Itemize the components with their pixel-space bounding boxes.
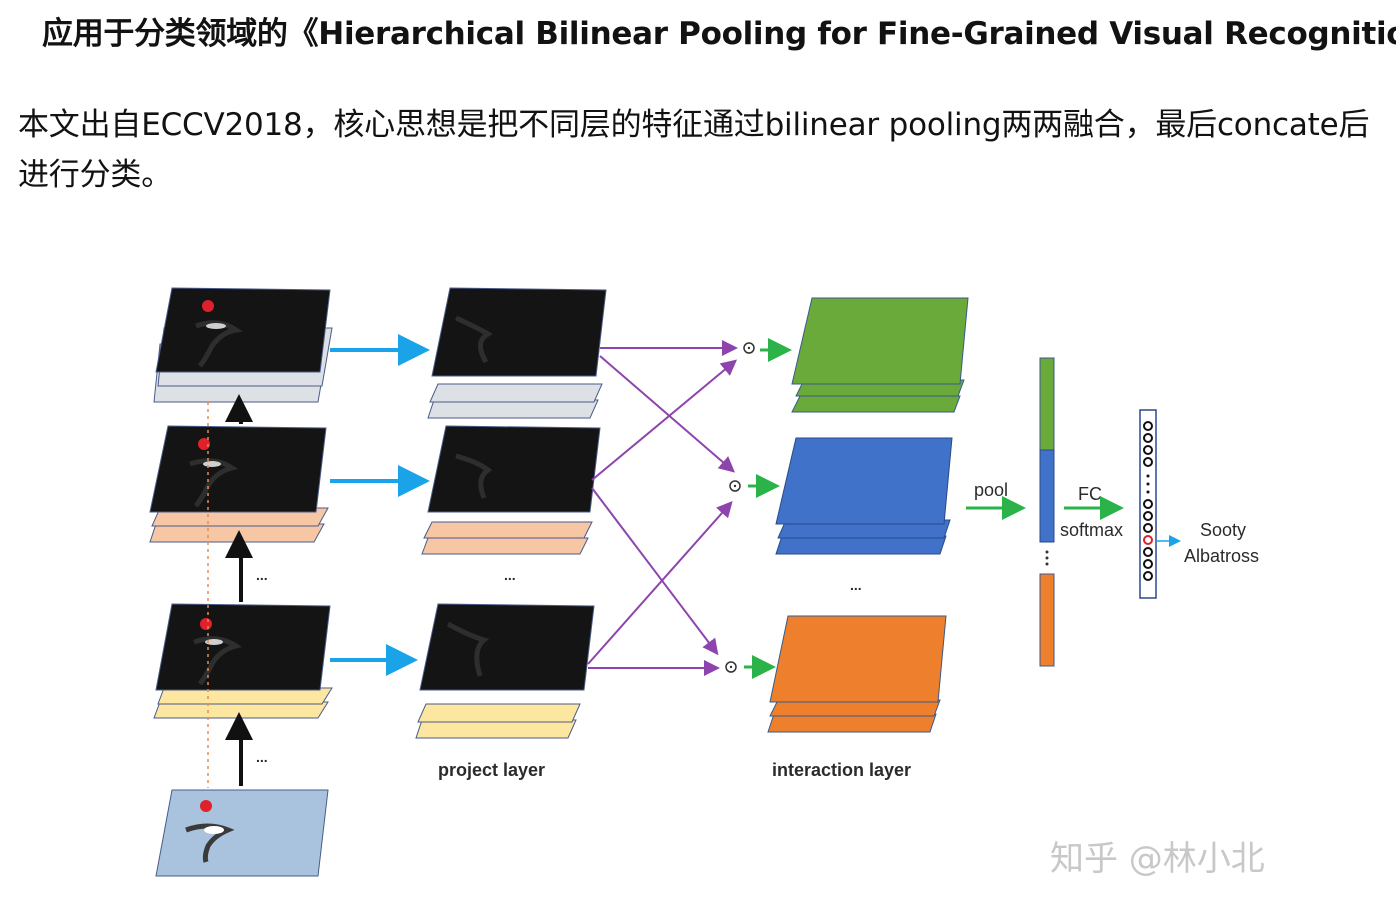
interaction-map-blue [775,437,953,555]
conv-stack-middle [149,425,329,543]
interaction-map-green [791,297,969,413]
ellipsis-left-2: ... [256,749,268,765]
hadamard-icon-3 [725,661,737,673]
heading-bullet-item: 应用于分类领域的《Hierarchical Bilinear Pooling f… [18,8,1396,52]
heading-text: 应用于分类领域的《Hierarchical Bilinear Pooling f… [42,15,1396,52]
hadamard-icon-1 [743,342,755,354]
ellipsis-interaction: ... [850,577,862,593]
project-stack-lower [415,603,595,739]
conv-stack-lower [153,603,333,719]
zhihu-watermark: 知乎 @林小北 [1050,839,1265,879]
hadamard-icon-2 [729,480,741,492]
project-stack-top [427,287,607,419]
softmax-label: softmax [1060,520,1123,540]
conv-stack-top [153,287,333,403]
pool-label: pool [974,480,1008,500]
project-layer-label: project layer [438,760,545,780]
input-image-bird [155,789,329,877]
class-label-line2: Albatross [1184,546,1259,566]
interaction-map-orange [767,615,947,733]
softmax-output-neurons [1139,409,1157,599]
ellipsis-project: ... [504,567,516,583]
intro-paragraph: 本文出自ECCV2018，核心思想是把不同层的特征通过bilinear pool… [18,107,1370,193]
fc-label: FC [1078,484,1102,504]
ellipsis-left-1: ... [256,567,268,583]
bilinear-interaction-connections [587,340,738,676]
interaction-layer-label: interaction layer [772,760,911,780]
class-label-line1: Sooty [1200,520,1246,540]
project-stack-middle [421,425,601,555]
concatenated-feature-vector [1039,357,1055,667]
